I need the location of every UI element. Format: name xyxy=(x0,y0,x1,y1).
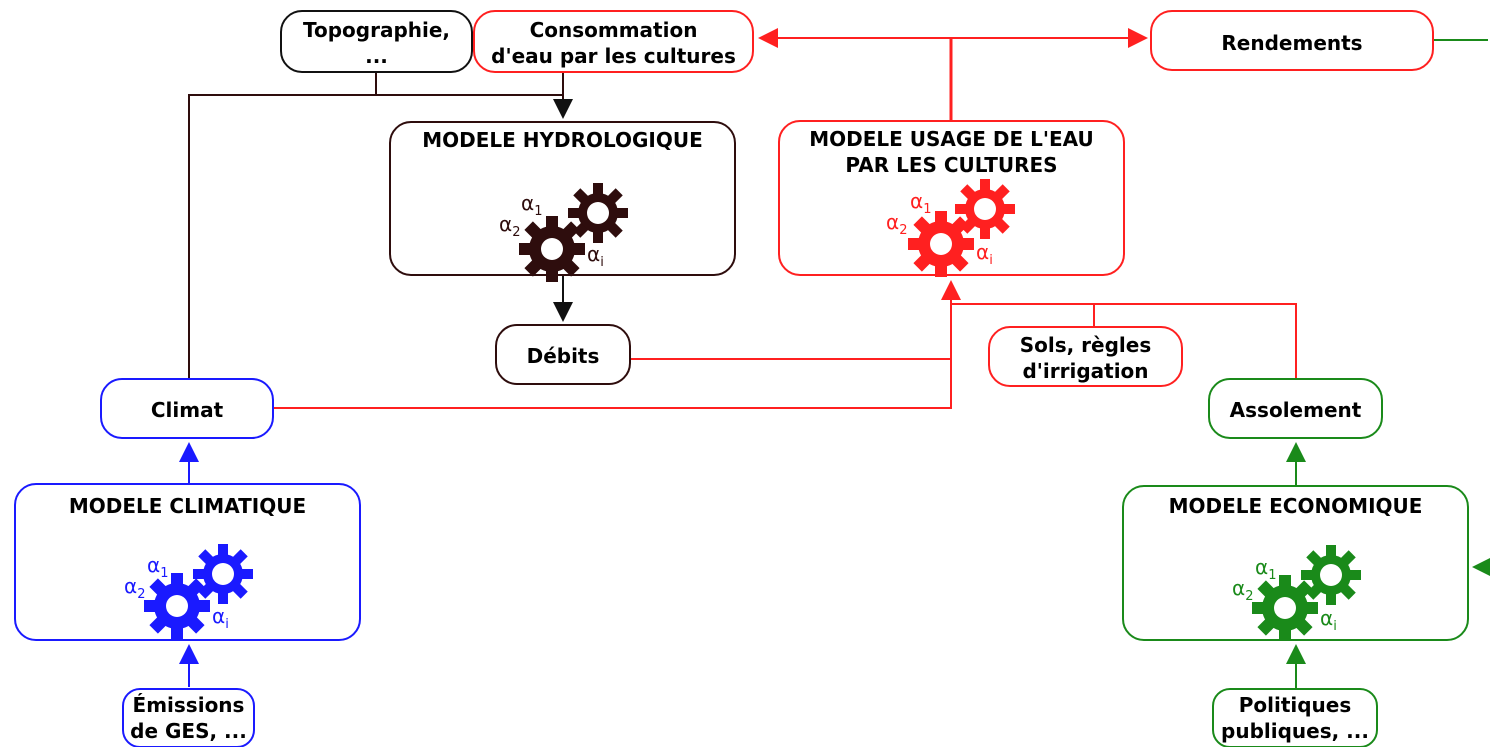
emissions-label: Émissions de GES, ... xyxy=(130,693,247,743)
gear-small-icon xyxy=(955,179,1015,239)
modele-climatique-box: MODELE CLIMATIQUE α1 α2 αi xyxy=(14,483,361,641)
modele-economique-box: MODELE ECONOMIQUE α1 α2 αi xyxy=(1122,485,1469,641)
gear-large-icon xyxy=(1252,575,1318,641)
alpha-2-label: α2 xyxy=(499,212,521,240)
alpha-i-label: αi xyxy=(976,240,993,268)
gear-small-icon xyxy=(568,183,628,243)
alpha-i-label: αi xyxy=(212,604,229,632)
climat-label: Climat xyxy=(150,398,224,422)
alpha-1-label: α1 xyxy=(910,189,932,217)
gear-large-icon xyxy=(519,216,585,282)
modele-usage-title: MODELE USAGE DE L'EAU PAR LES CULTURES xyxy=(809,127,1094,177)
alpha-i-label: αi xyxy=(1320,606,1337,634)
alpha-2-label: α2 xyxy=(124,574,146,602)
sols-label: Sols, règles d'irrigation xyxy=(1019,333,1152,383)
wire-climat-to-usage xyxy=(274,280,961,409)
politiques-box: Politiques publiques, ... xyxy=(1212,688,1378,747)
alpha-1-label: α1 xyxy=(1255,555,1277,583)
wire-assolement-to-usage xyxy=(951,303,1297,378)
wire-climat-to-hydrologique xyxy=(188,94,563,378)
sols-box: Sols, règles d'irrigation xyxy=(988,326,1183,387)
alpha-2-label: α2 xyxy=(1232,576,1254,604)
gear-small-icon xyxy=(193,544,253,604)
modele-hydrologique-title: MODELE HYDROLOGIQUE xyxy=(422,128,703,152)
rendements-box: Rendements xyxy=(1150,10,1434,71)
debits-box: Débits xyxy=(495,324,631,385)
modele-climatique-title: MODELE CLIMATIQUE xyxy=(68,494,307,518)
assolement-box: Assolement xyxy=(1208,378,1383,439)
alpha-1-label: α1 xyxy=(521,191,543,219)
modele-economique-title: MODELE ECONOMIQUE xyxy=(1168,494,1423,518)
rendements-label: Rendements xyxy=(1221,31,1363,55)
modele-usage-box: MODELE USAGE DE L'EAU PAR LES CULTURES α… xyxy=(778,120,1125,277)
alpha-i-label: αi xyxy=(587,242,604,270)
debits-label: Débits xyxy=(526,344,600,368)
alpha-2-label: α2 xyxy=(886,210,908,238)
assolement-label: Assolement xyxy=(1229,398,1362,422)
topographie-box: Topographie, ... xyxy=(280,10,473,73)
alpha-1-label: α1 xyxy=(147,553,169,581)
gear-large-icon xyxy=(144,573,210,639)
consommation-box: Consommation d'eau par les cultures xyxy=(473,10,754,73)
climat-box: Climat xyxy=(100,378,274,439)
consommation-label: Consommation d'eau par les cultures xyxy=(491,18,736,68)
gear-small-icon xyxy=(1301,545,1361,605)
topographie-label: Topographie, ... xyxy=(302,18,451,68)
modele-hydrologique-box: MODELE HYDROLOGIQUE α1 α2 αi xyxy=(389,121,736,282)
politiques-label: Politiques publiques, ... xyxy=(1221,693,1369,743)
emissions-box: Émissions de GES, ... xyxy=(122,688,255,747)
